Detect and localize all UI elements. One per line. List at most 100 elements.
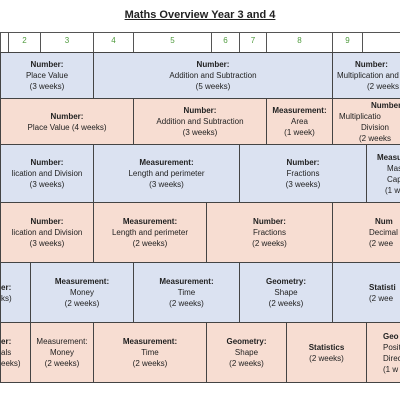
unit-topic: Place Value (4 weeks)	[27, 122, 107, 132]
unit-duration: (3 weeks)	[182, 128, 218, 137]
week-cell: 8	[266, 33, 332, 53]
unit-topic: Addition and Subtraction	[169, 71, 257, 80]
unit-cell: Number Multiplicatio Division (2 weeks	[332, 99, 400, 145]
unit-topic: Area	[291, 117, 308, 126]
unit-heading: er:	[1, 337, 12, 346]
unit-duration: (1 w	[383, 364, 399, 374]
unit-cell: Number: lication and Division (3 weeks)	[0, 203, 93, 263]
unit-topic-line2: Cap	[387, 174, 400, 184]
unit-duration: (2 weeks)	[132, 359, 168, 368]
unit-topic: Time	[177, 288, 196, 297]
week-cell	[0, 33, 8, 53]
unit-heading: Measu	[377, 152, 400, 162]
week-cell: 2	[8, 33, 40, 53]
unit-cell: Number: Multiplication and (2 weeks	[332, 53, 400, 99]
unit-topic: Multiplicatio	[339, 111, 381, 121]
unit-duration: (1 w	[385, 185, 400, 195]
week-cell: 3	[40, 33, 93, 53]
unit-topic: Money	[49, 348, 74, 357]
unit-duration: (2 weeks)	[132, 239, 168, 248]
week-cell: 5	[133, 33, 211, 53]
unit-duration: (5 weeks)	[195, 82, 231, 91]
unit-cell: Measurement: Area (1 week)	[266, 99, 332, 145]
unit-cell: Measurement: Length and perimeter (3 wee…	[93, 145, 239, 203]
unit-duration: (3 weeks)	[29, 82, 65, 91]
unit-topic: Time	[141, 348, 159, 357]
unit-topic: Positi	[383, 342, 400, 352]
unit-duration: (2 weeks)	[268, 299, 304, 308]
unit-cell: Number: Fractions (3 weeks)	[239, 145, 366, 203]
unit-duration: (2 weeks)	[64, 299, 100, 308]
week-number-row: 2 3 4 5 6 7 8 9	[0, 32, 400, 53]
unit-heading: Measurement:	[139, 158, 194, 167]
week-cell: 4	[93, 33, 133, 53]
unit-cell: Geometry: Shape (2 weeks)	[239, 263, 332, 323]
unit-cell: Measurement: Length and perimeter (2 wee…	[93, 203, 206, 263]
timetable-row: Number: Place Value (3 weeks) Number: Ad…	[0, 52, 400, 99]
unit-heading: Number:	[30, 217, 64, 226]
unit-duration: eeks)	[1, 359, 21, 368]
unit-cell: Measurement: Money (2 weeks)	[30, 323, 93, 383]
unit-cell: Number: Place Value (3 weeks)	[0, 53, 93, 99]
unit-heading: Measurement:	[122, 217, 178, 226]
unit-heading: Statisti	[369, 282, 396, 292]
unit-heading: Geometry:	[265, 277, 306, 286]
unit-heading: Measurement:	[272, 106, 327, 115]
unit-topic: (2 wee	[369, 293, 394, 303]
timetable-row: Number: lication and Division (3 weeks) …	[0, 202, 400, 263]
timetable-row: Number: Place Value (4 weeks) Number: Ad…	[0, 98, 400, 145]
unit-cell: Number: lication and Division (3 weeks)	[0, 145, 93, 203]
unit-cell: Measurement: Time (2 weeks)	[93, 323, 206, 383]
week-cell: 7	[239, 33, 266, 53]
unit-heading: Number:	[183, 106, 217, 115]
unit-heading: Number:	[50, 111, 84, 121]
unit-cell: Number: Place Value (4 weeks)	[0, 99, 133, 145]
unit-heading: Number:	[30, 60, 64, 69]
unit-topic: Length and perimeter	[128, 169, 205, 178]
unit-heading: er:	[1, 282, 12, 292]
unit-cell: Statistics (2 weeks)	[286, 323, 366, 383]
unit-cell: Number: Fractions (2 weeks)	[206, 203, 332, 263]
unit-duration: (3 weeks)	[29, 239, 65, 248]
unit-duration: (2 weeks	[359, 133, 392, 143]
unit-duration: (2 wee	[369, 239, 394, 248]
unit-topic-line2: Division	[361, 122, 390, 132]
unit-heading: Measurement:	[36, 337, 88, 346]
unit-heading: Statistics	[308, 342, 345, 352]
unit-topic: Shape	[234, 348, 259, 357]
unit-cell: Statisti (2 wee	[332, 263, 400, 323]
unit-topic-line2: Direc	[383, 353, 400, 363]
unit-topic: (2 weeks)	[309, 353, 344, 363]
unit-duration: (3 weeks)	[285, 180, 321, 189]
unit-cell: Number: Addition and Subtraction (5 week…	[93, 53, 332, 99]
unit-topic: Place Value	[25, 71, 69, 80]
unit-heading: Measurement:	[159, 277, 214, 286]
unit-topic: Length and perimeter	[111, 228, 189, 237]
unit-heading: Number:	[253, 217, 286, 226]
unit-topic: Multiplication and	[337, 71, 399, 80]
week-cell: 9	[332, 33, 362, 53]
unit-duration: (2 weeks)	[44, 359, 80, 368]
timetable-row: Number: lication and Division (3 weeks) …	[0, 144, 400, 203]
unit-topic: Addition and Subtraction	[156, 117, 244, 126]
unit-topic: als	[1, 348, 12, 357]
unit-topic: Mas	[387, 163, 400, 173]
unit-heading: Measurement:	[122, 337, 178, 346]
unit-heading: Number:	[196, 60, 230, 69]
timetable-row: er: als eeks) Measurement: Money (2 week…	[0, 322, 400, 383]
unit-cell: Geometry: Shape (2 weeks)	[206, 323, 286, 383]
unit-duration: (3 weeks)	[29, 180, 65, 189]
week-cell	[362, 33, 400, 53]
unit-topic: Fractions	[286, 169, 320, 178]
unit-topic: Fractions	[253, 228, 286, 237]
unit-cell: Geo Positi Direc (1 w	[366, 323, 400, 383]
unit-topic: lication and Division	[11, 228, 83, 237]
unit-cell: Measurement: Time (2 weeks)	[133, 263, 239, 323]
unit-heading: Measurement:	[54, 277, 110, 286]
unit-heading: Number:	[30, 158, 64, 167]
unit-duration: (1 week)	[284, 128, 315, 137]
unit-cell: Measu Mas Cap (1 w	[366, 145, 400, 203]
unit-topic: lication and Division	[11, 169, 83, 178]
unit-heading: Number	[371, 100, 400, 110]
unit-duration: (2 weeks)	[169, 299, 204, 308]
